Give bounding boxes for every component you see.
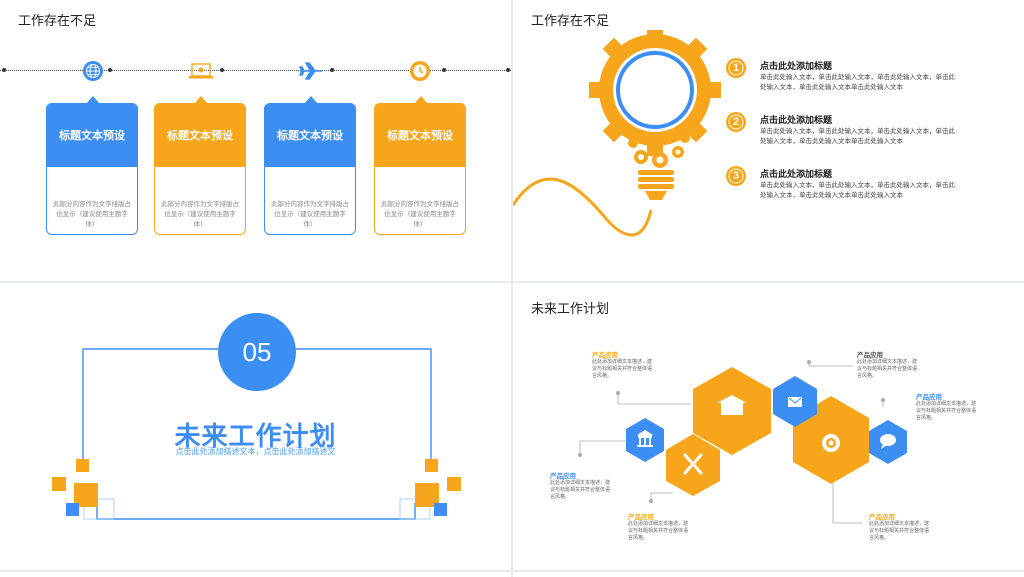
label-heading: 产品应用	[916, 394, 942, 401]
card[interactable]: 标题文本预设 此部分内容作为文字排版占位显示（建议使用主题字体）	[46, 96, 138, 235]
card-body: 此部分内容作为文字排版占位显示（建议使用主题字体）	[271, 201, 349, 228]
slide-thumbnail-partial[interactable]	[513, 572, 1024, 577]
timeline-dot	[220, 68, 224, 72]
section-number-circle: 05	[218, 313, 296, 391]
slide-thumbnail-partial[interactable]	[0, 572, 511, 577]
label-heading: 产品应用	[857, 352, 883, 359]
label-desc: 此处添加详细文本描述，建议与标题相关并符合整体语言风格。	[857, 359, 918, 379]
item-text: 单击此处输入文本，单击此处输入文本，单击此处输入文本，单击此处输入文本，单击此处…	[760, 74, 955, 92]
badge-number: 1	[732, 62, 740, 74]
badge-2-icon	[726, 112, 746, 132]
label-heading: 产品应用	[628, 514, 654, 521]
decor-square	[434, 503, 447, 516]
badge-number: 2	[732, 116, 740, 128]
item-heading: 点击此处添加标题	[760, 61, 833, 71]
laptop-icon	[188, 60, 214, 82]
card-heading: 标题文本预设	[46, 103, 138, 167]
card-notch	[194, 96, 208, 104]
decor-square	[66, 503, 79, 516]
label-desc: 此处添加详细文本描述，建议与标题相关并符合整体语言风格。	[869, 521, 930, 541]
label-desc: 此处添加详细文本描述，建议与标题相关并符合整体语言风格。	[628, 521, 689, 541]
timeline-dot	[108, 68, 112, 72]
card-heading: 标题文本预设	[374, 103, 466, 167]
label-heading: 产品应用	[550, 473, 576, 480]
timeline-dot	[506, 68, 510, 72]
card-notch	[414, 96, 428, 104]
slide-future-plan[interactable]: 未来工作计划 产品应用 此处	[513, 283, 1024, 570]
label-desc: 此处添加详细文本描述，建议与标题相关并符合整体语言风格。	[592, 359, 653, 379]
slide-lightbulb[interactable]: 工作存在不足 1 点击此处添加标题 单击此处输入文本，单击此处输入文本，单击此处…	[513, 0, 1024, 281]
slide-title: 工作存在不足	[531, 13, 610, 28]
card-notch	[304, 96, 318, 104]
badge-3-icon	[726, 166, 746, 186]
lightbulb-gear-icon	[513, 30, 721, 237]
card-body: 此部分内容作为文字排版占位显示（建议使用主题字体）	[381, 201, 459, 228]
label-desc: 此处添加详细文本描述，建议与标题相关并符合整体语言风格。	[916, 401, 977, 421]
section-title: 未来工作计划	[174, 421, 337, 451]
section-subtitle: 点击此处添加描述文本，点击此处添加描述文	[175, 447, 336, 456]
label-heading: 产品应用	[869, 514, 895, 521]
card[interactable]: 标题文本预设 此部分内容作为文字排版占位显示（建议使用主题字体）	[154, 96, 246, 235]
slide-title: 工作存在不足	[18, 13, 97, 28]
timeline-dot	[330, 68, 334, 72]
badge-number: 3	[732, 170, 740, 182]
item-heading: 点击此处添加标题	[760, 169, 833, 179]
card-notch	[86, 96, 100, 104]
hexagon-diagram	[578, 360, 907, 524]
slide-title: 未来工作计划	[531, 301, 610, 316]
slide-work-shortcomings[interactable]: 工作存在不足 标题文本预设 此部分内容作为文字排版占位显示（建议使用主题字体） …	[0, 0, 511, 281]
item-heading: 点击此处添加标题	[760, 115, 833, 125]
card[interactable]: 标题文本预设 此部分内容作为文字排版占位显示（建议使用主题字体）	[264, 96, 356, 235]
card-body: 此部分内容作为文字排版占位显示（建议使用主题字体）	[161, 201, 239, 228]
label-heading: 产品应用	[592, 352, 618, 359]
timeline-dot	[442, 68, 446, 72]
badge-1-icon	[726, 58, 746, 78]
clock-icon	[409, 60, 431, 82]
slide-section-05[interactable]: 05 未来工作计划 点击此处添加描述文本，点击此处添加描述文	[0, 283, 511, 570]
card[interactable]: 标题文本预设 此部分内容作为文字排版占位显示（建议使用主题字体）	[374, 96, 466, 235]
card-heading: 标题文本预设	[154, 103, 246, 167]
decor-square	[447, 477, 461, 491]
timeline-line	[0, 70, 511, 73]
card-heading: 标题文本预设	[264, 103, 356, 167]
frame-lines	[82, 348, 432, 520]
item-text: 单击此处输入文本，单击此处输入文本，单击此处输入文本，单击此处输入文本，单击此处…	[760, 128, 955, 146]
decor-square	[76, 459, 89, 472]
timeline-dot	[2, 68, 6, 72]
card-body: 此部分内容作为文字排版占位显示（建议使用主题字体）	[53, 201, 131, 228]
item-text: 单击此处输入文本，单击此处输入文本，单击此处输入文本，单击此处输入文本，单击此处…	[760, 182, 955, 200]
label-desc: 此处添加详细文本描述，建议与标题相关并符合整体语言风格。	[550, 480, 611, 500]
decor-square	[52, 477, 66, 491]
globe-icon	[82, 60, 104, 82]
decor-square	[425, 459, 438, 472]
airplane-icon	[298, 60, 324, 82]
